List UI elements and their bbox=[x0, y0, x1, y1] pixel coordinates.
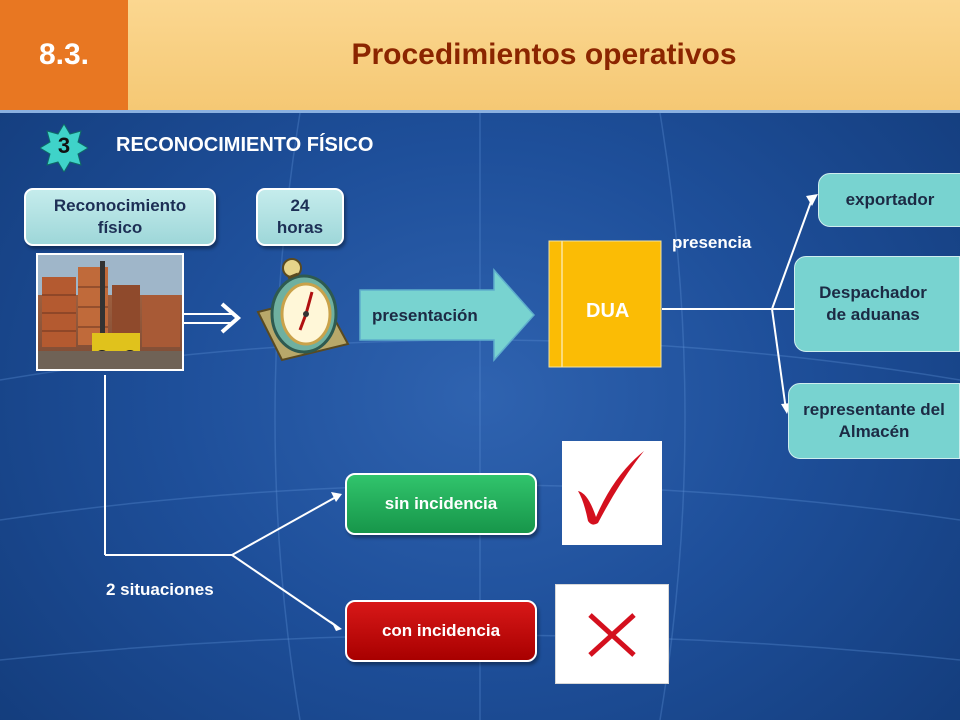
container-yard-photo bbox=[36, 253, 184, 371]
cross-mark-icon bbox=[588, 613, 636, 657]
dua-document-box bbox=[548, 240, 662, 368]
representante-box: representante del Almacén bbox=[788, 383, 960, 459]
alarm-clock-icon bbox=[256, 258, 350, 362]
presencia-label: presencia bbox=[672, 233, 752, 252]
check-mark-icon bbox=[578, 451, 644, 525]
presentacion-label: presentación bbox=[372, 306, 478, 325]
presentacion-arrow bbox=[359, 268, 536, 362]
page-title: Procedimientos operativos bbox=[128, 0, 960, 110]
time-limit-label: 24 horas bbox=[256, 188, 344, 246]
cross-mark-panel bbox=[555, 584, 669, 684]
section-title: RECONOCIMIENTO FÍSICO bbox=[116, 134, 374, 156]
con-incidencia-box: con incidencia bbox=[345, 600, 537, 662]
reconocimiento-fisico-label: Reconocimiento físico bbox=[24, 188, 216, 246]
situaciones-label: 2 situaciones bbox=[106, 580, 214, 599]
exportador-box: exportador bbox=[818, 173, 960, 227]
check-mark-panel bbox=[562, 441, 662, 545]
header-divider bbox=[0, 110, 960, 113]
section-number: 8.3. bbox=[0, 0, 128, 110]
sin-incidencia-box: sin incidencia bbox=[345, 473, 537, 535]
step-badge-star-icon bbox=[40, 124, 88, 172]
step-number: 3 bbox=[57, 133, 71, 158]
dua-label: DUA bbox=[586, 300, 630, 322]
despachador-box: Despachador de aduanas bbox=[794, 256, 960, 352]
